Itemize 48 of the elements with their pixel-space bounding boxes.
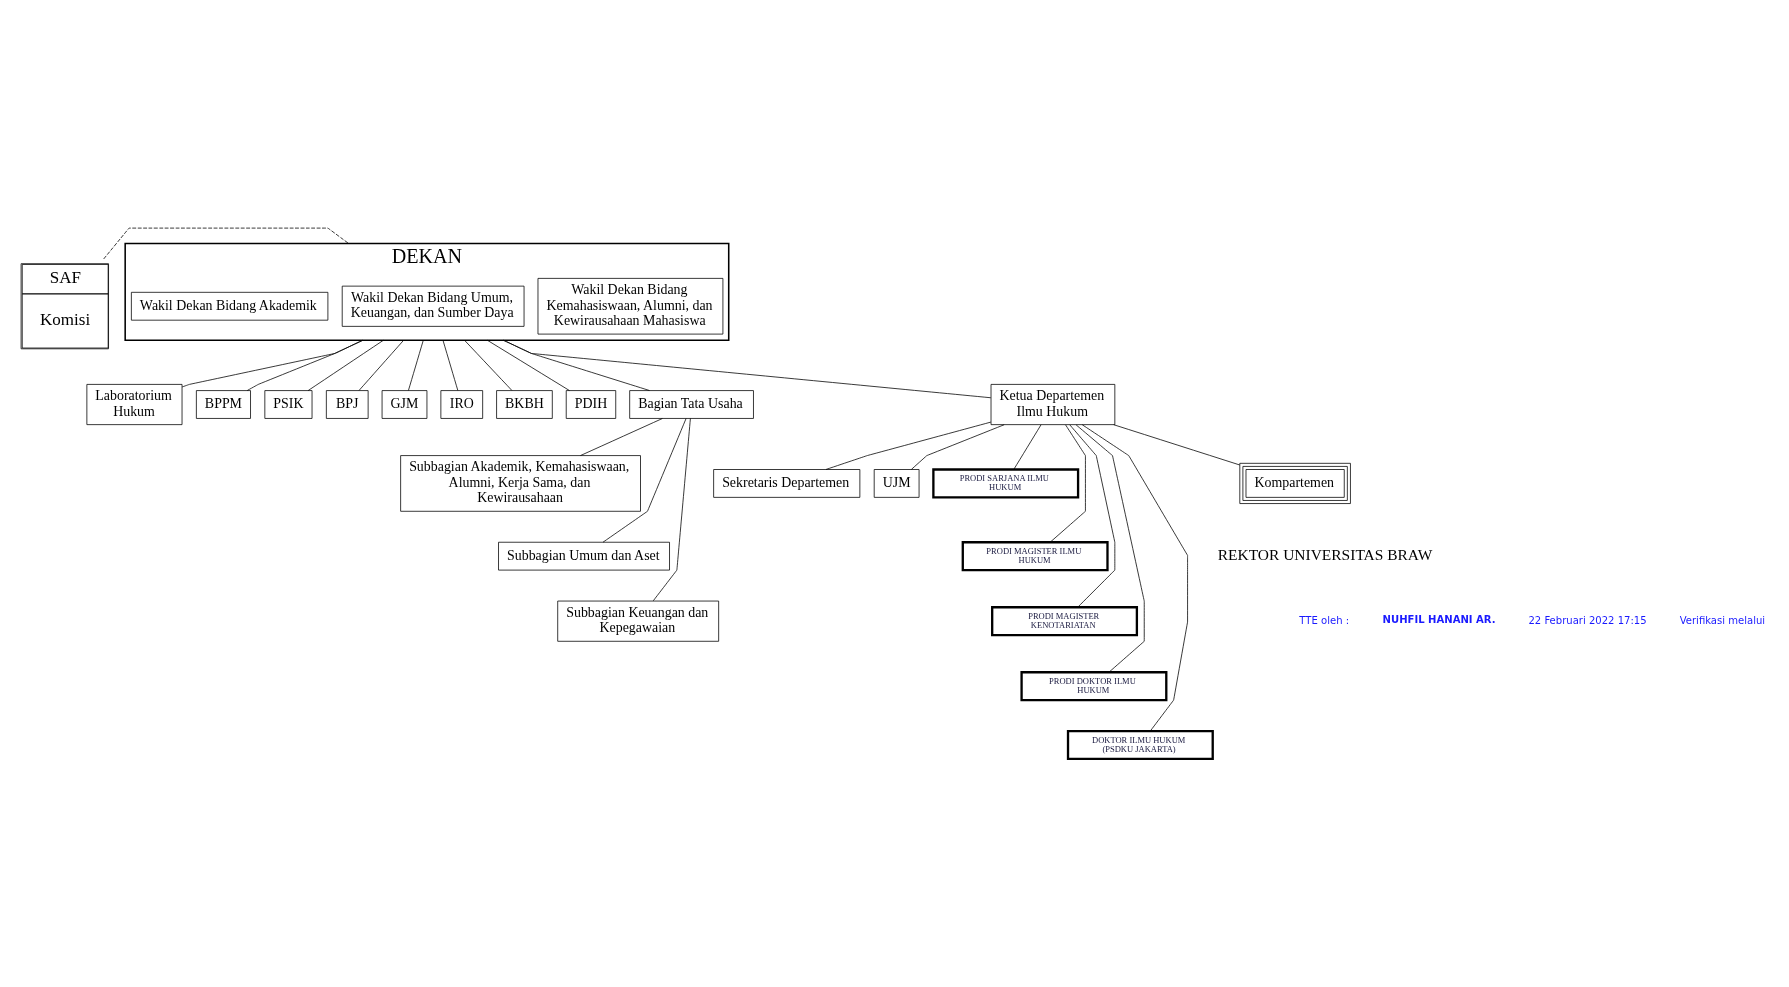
connector [1049, 424, 1086, 543]
node-box: DOKTOR ILMU HUKUM (PSDKU JAKARTA) [1066, 729, 1214, 761]
node-box: PSIK [264, 390, 313, 419]
node-box: UJM [873, 469, 920, 498]
node-box: PRODI MAGISTER ILMU HUKUM [961, 541, 1109, 572]
connector [652, 418, 691, 602]
node-box: Wakil Dekan Bidang Umum, Keuangan, dan Sumber Daya [341, 285, 525, 327]
node-box: Wakil Dekan Bidang Kemahasiswaan, Alumni, dan Kewirausahaan Mahasiswa [537, 278, 724, 335]
connector [442, 339, 459, 391]
connector [602, 418, 687, 543]
node-box: Ketua Departemen Ilmu Hukum [990, 384, 1116, 425]
node-box: Sekretaris Departemen [713, 469, 861, 498]
connector [1075, 424, 1145, 673]
connector [246, 339, 364, 391]
node-box: BKBH [496, 390, 553, 419]
node-box: PRODI SARJANA ILMU HUKUM [932, 468, 1080, 499]
node-box: BPJ [325, 390, 369, 419]
connector [1069, 424, 1116, 608]
connector [825, 421, 992, 470]
node-box: PRODI MAGISTER KENOTARIATAN [991, 606, 1139, 637]
connector [1013, 424, 1042, 470]
connector [307, 339, 384, 391]
connector [358, 339, 404, 391]
connector [580, 418, 663, 456]
connector [1113, 424, 1241, 466]
connector [503, 339, 992, 399]
node-box: BPPM [195, 390, 251, 419]
node-box: GJM [381, 390, 428, 419]
node-box: Bagian Tata Usaha [629, 390, 754, 419]
node-box: Subbagian Umum dan Aset [498, 541, 670, 571]
label: TTE oleh : [1299, 614, 1350, 626]
label: REKTOR UNIVERSITAS BRAW [1217, 546, 1433, 564]
connector [408, 339, 424, 391]
label: 22 Februari 2022 17:15 [1528, 614, 1647, 626]
node-box: Subbagian Keuangan dan Kepegawaian [557, 600, 720, 642]
node-box: Subbagian Akademik, Kemahasiswaan, Alumni, Kerja Sama, dan Kewirausahaan [400, 455, 641, 512]
connector [910, 424, 1005, 470]
node-box: PRODI DOKTOR ILMU HUKUM [1020, 671, 1168, 702]
label: NUHFIL HANANI AR. [1382, 614, 1496, 626]
node-box: PDIH [565, 390, 617, 419]
connector [103, 227, 350, 260]
connector [487, 339, 570, 391]
node-box: Laboratorium Hukum [86, 384, 183, 425]
node-box: Wakil Dekan Bidang Akademik [130, 291, 329, 321]
connector [1081, 424, 1188, 732]
node-box: IRO [440, 390, 484, 419]
connector [464, 339, 513, 391]
label: Verifikasi melalui [1679, 614, 1766, 626]
